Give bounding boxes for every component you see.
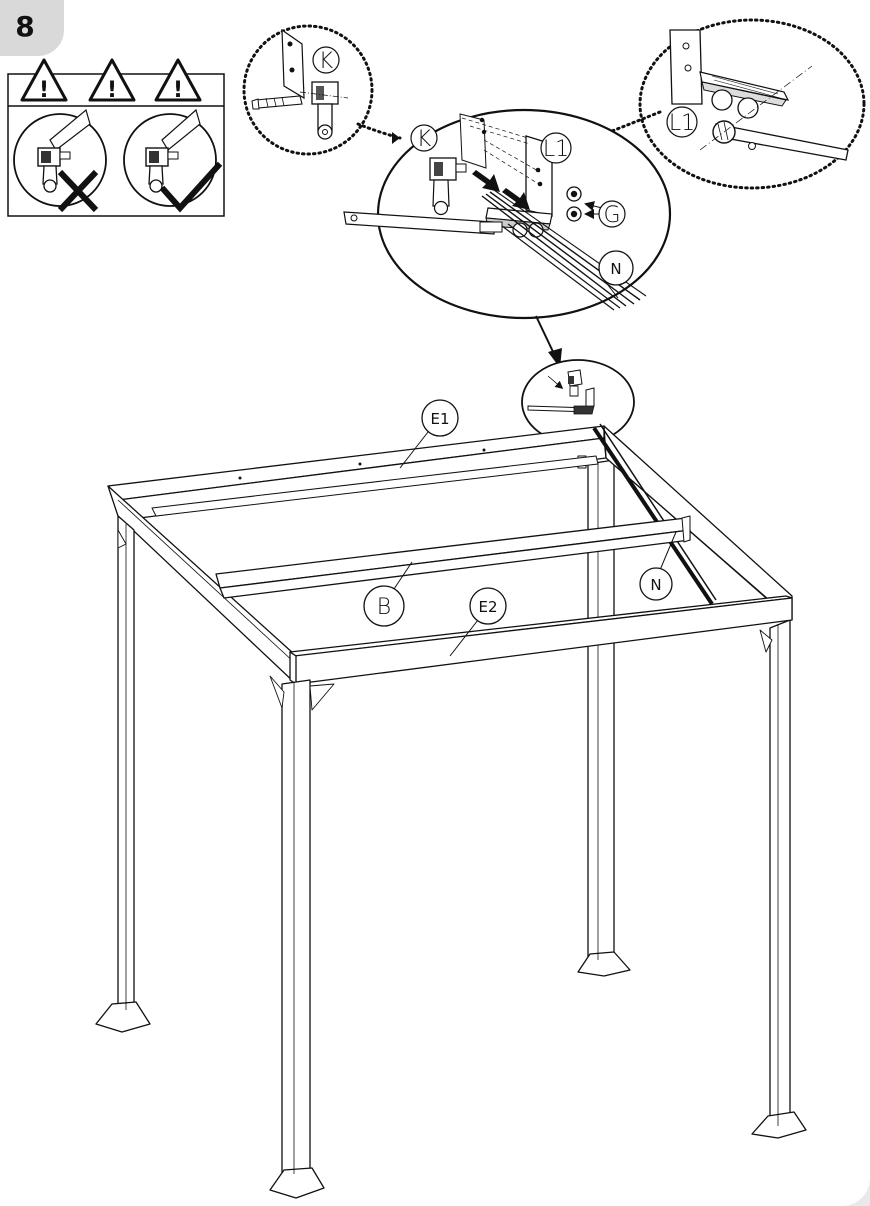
callout-b: B xyxy=(363,561,413,627)
main-detail-oval: K L1 G N xyxy=(343,108,672,320)
callout-k-main: K xyxy=(410,124,438,152)
svg-text:!: ! xyxy=(39,78,49,103)
svg-text:B: B xyxy=(377,595,391,620)
callout-l1-main: L1 xyxy=(540,132,572,164)
svg-text:K: K xyxy=(417,127,432,152)
svg-text:L1: L1 xyxy=(669,111,695,136)
callout-l1-right: L1 xyxy=(666,106,698,138)
svg-text:G: G xyxy=(603,203,620,228)
svg-text:N: N xyxy=(650,576,661,594)
step-number-badge: 8 xyxy=(0,0,64,56)
warning-triangle-icon-1: ! xyxy=(20,58,68,103)
svg-text:!: ! xyxy=(107,78,117,103)
callout-e1: E1 xyxy=(399,399,459,469)
callout-e2: E2 xyxy=(449,587,507,657)
warning-triangle-icon-3: ! xyxy=(154,58,202,103)
detail-circle-l1: L1 xyxy=(638,18,866,190)
svg-text:L1: L1 xyxy=(543,137,569,162)
callout-n-frame: N xyxy=(639,531,677,601)
correct-orientation-example xyxy=(123,108,223,213)
warning-panel: ! ! ! xyxy=(7,58,225,217)
svg-text:E2: E2 xyxy=(478,598,497,616)
pergola-frame xyxy=(95,423,807,1199)
callout-g: G xyxy=(598,200,626,228)
cross-icon xyxy=(57,169,99,213)
wrong-orientation-example xyxy=(13,108,107,213)
detail-circle-k: K xyxy=(242,24,374,156)
svg-text:N: N xyxy=(610,260,621,278)
small-detail-oval xyxy=(521,359,635,445)
push-arrow-icon xyxy=(472,170,530,210)
svg-text:E1: E1 xyxy=(430,410,449,428)
svg-text:K: K xyxy=(319,49,334,74)
warning-triangle-icon-2: ! xyxy=(88,58,136,103)
svg-text:!: ! xyxy=(173,78,183,103)
callout-n-detail: N xyxy=(598,250,634,299)
callout-k-top: K xyxy=(312,46,340,74)
checkmark-icon xyxy=(159,161,223,213)
